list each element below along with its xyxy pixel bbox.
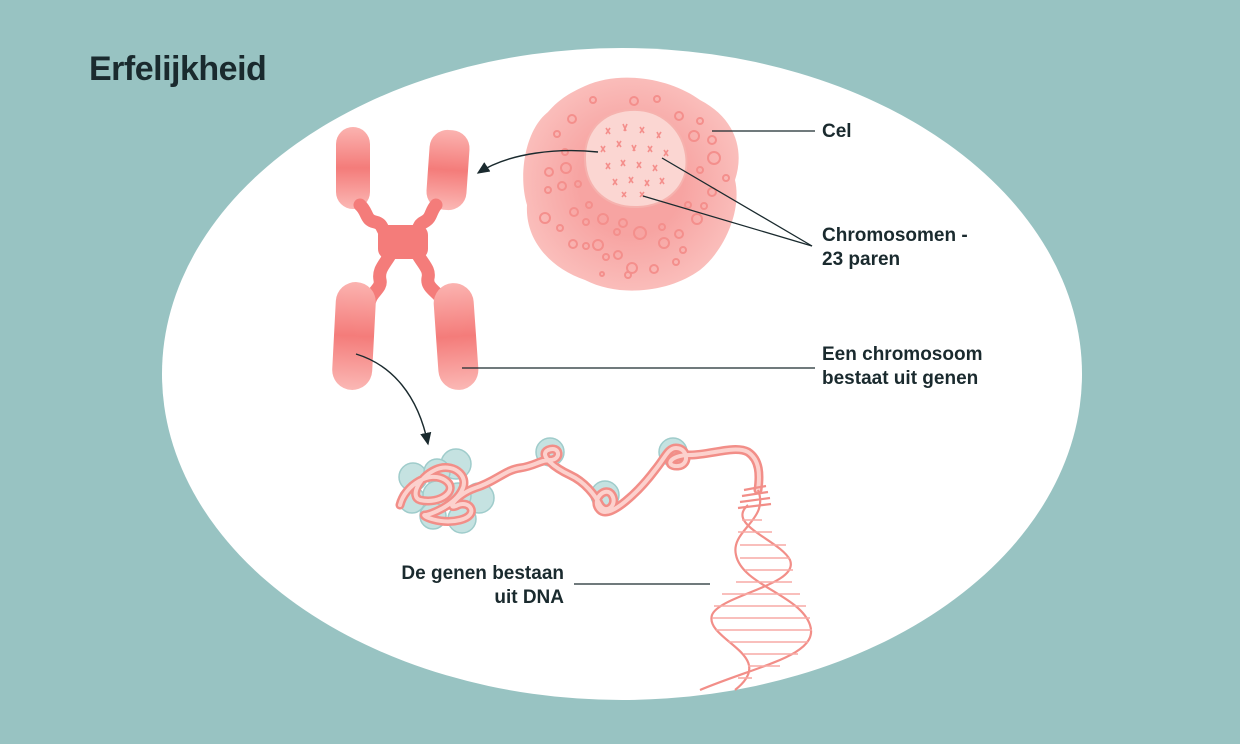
background-oval <box>162 48 1082 700</box>
leader-line-chromosomes-a <box>661 157 813 247</box>
arrow-chromosome-to-genes <box>355 353 432 446</box>
label-cell: Cel <box>822 121 852 142</box>
leader-lines <box>462 130 815 585</box>
label-chromosome-line1: Een chromosoom <box>822 344 983 365</box>
label-chromosome: Een chromosoom bestaat uit genen <box>822 343 982 391</box>
arrow-cell-to-chromosome <box>476 149 599 174</box>
label-chromosomes: Chromosomen - 23 paren <box>822 224 968 272</box>
leader-line-chromosomes-b <box>642 195 813 247</box>
label-chromosomes-line1: Chromosomen - <box>822 225 968 246</box>
label-chromosomes-line2: 23 paren <box>822 249 901 270</box>
diagram-title: Erfelijkheid <box>89 50 267 88</box>
label-genes: De genen bestaan uit DNA <box>401 562 564 610</box>
label-genes-line1: De genen bestaan <box>401 563 564 584</box>
dna-illustration <box>395 437 813 692</box>
cell-illustration <box>523 77 739 291</box>
label-chromosome-line2: bestaat uit genen <box>822 368 979 389</box>
label-genes-line2: uit DNA <box>494 587 564 608</box>
chromosome-illustration <box>332 127 479 390</box>
